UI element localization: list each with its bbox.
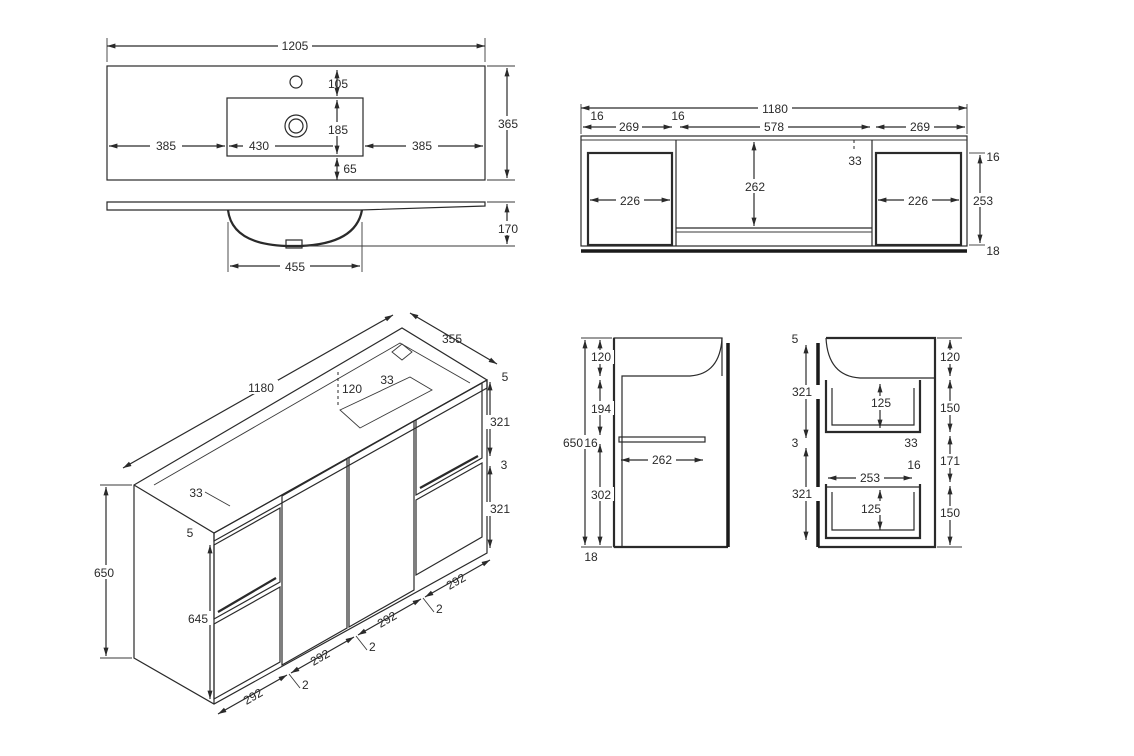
dim-ds-3: 3 [792, 436, 799, 450]
cabinet-front-view: 1180 16 16 269 578 269 226 226 262 33 16 [580, 101, 1000, 258]
dim-gap-33-l: 33 [189, 486, 203, 500]
dim-bowl-430: 430 [249, 139, 269, 153]
dim-ds-5: 5 [792, 332, 799, 346]
dim-ds-r-150-b: 150 [940, 506, 960, 520]
dim-bowl-455: 455 [285, 260, 305, 274]
dim-side-302: 302 [591, 488, 611, 502]
dim-right-385: 385 [412, 139, 432, 153]
dim-side-650: 650 [563, 436, 583, 450]
dim-gap-33-r: 33 [380, 373, 394, 387]
dim-iso-width: 1180 [248, 381, 274, 395]
dim-iso-height: 650 [94, 566, 114, 580]
dim-reveal-5: 5 [187, 526, 194, 540]
dim-ds-125-a: 125 [871, 396, 891, 410]
dim-gap-2-b: 2 [369, 640, 376, 654]
dim-bowl-185: 185 [328, 123, 348, 137]
dim-ds-321-a: 321 [792, 385, 812, 399]
dim-basin-width: 1205 [282, 39, 309, 53]
dim-side-16-l: 16 [590, 109, 604, 123]
dim-cab-width: 1180 [762, 102, 788, 116]
dim-ds-321-b: 321 [792, 487, 812, 501]
dim-front-65: 65 [343, 162, 357, 176]
dim-iso-top-5: 5 [502, 370, 509, 384]
dim-side-16: 16 [584, 436, 598, 450]
dim-drawer-269-r: 269 [910, 120, 930, 134]
dim-ds-r-150-a: 150 [940, 401, 960, 415]
isometric-cabinet: 1180 355 650 645 5 33 120 33 5 321 3 321… [90, 312, 514, 715]
dim-shelf-262: 262 [652, 453, 672, 467]
dim-side-194: 194 [591, 402, 611, 416]
dim-inner-226-r: 226 [908, 194, 928, 208]
dim-gap-33: 33 [848, 154, 862, 168]
dim-tap-105: 105 [328, 77, 348, 91]
dim-plinth-18: 18 [986, 244, 1000, 258]
basin-bowl [226, 97, 364, 157]
dim-mid-gap-3: 3 [501, 458, 508, 472]
basin-top-view: 1205 385 430 385 105 185 65 365 [106, 38, 521, 181]
drawer-section-view: 5 321 3 321 125 33 253 16 125 120 150 17… [792, 332, 963, 549]
dim-ds-253: 253 [860, 471, 880, 485]
tap-hole-icon [289, 75, 303, 89]
dim-centre-578: 578 [764, 120, 784, 134]
dim-drawer-321-bot: 321 [490, 502, 510, 516]
dim-iso-depth: 355 [442, 332, 462, 346]
dim-gap-2-c: 2 [436, 602, 443, 616]
dim-inner-226-l: 226 [620, 194, 640, 208]
dim-basin-depth: 365 [498, 117, 518, 131]
dim-left-385: 385 [156, 139, 176, 153]
dim-ds-r-171: 171 [940, 454, 960, 468]
dim-gap-2-a: 2 [302, 678, 309, 692]
dim-drawer-269-l: 269 [619, 120, 639, 134]
dim-top-16: 16 [986, 150, 1000, 164]
basin-outline [106, 65, 486, 181]
side-section-view: 650 120 194 16 302 18 262 [561, 337, 730, 564]
dim-drawer-321-top: 321 [490, 415, 510, 429]
dim-height-253: 253 [973, 194, 993, 208]
dim-inner-262: 262 [745, 180, 765, 194]
dim-ds-16: 16 [907, 458, 921, 472]
dim-side-120: 120 [591, 350, 611, 364]
dim-side-18: 18 [584, 550, 598, 564]
basin-side-view: 170 455 [106, 201, 521, 274]
dim-iso-120: 120 [342, 382, 362, 396]
dim-ds-125-b: 125 [861, 502, 881, 516]
waste-outer-icon [284, 114, 308, 138]
dim-door-645: 645 [188, 612, 208, 626]
dim-ds-r-120: 120 [940, 350, 960, 364]
waste-inner-icon [288, 118, 304, 134]
dim-ds-33: 33 [904, 436, 918, 450]
dim-basin-height: 170 [498, 222, 518, 236]
dim-side-16-m: 16 [671, 109, 685, 123]
